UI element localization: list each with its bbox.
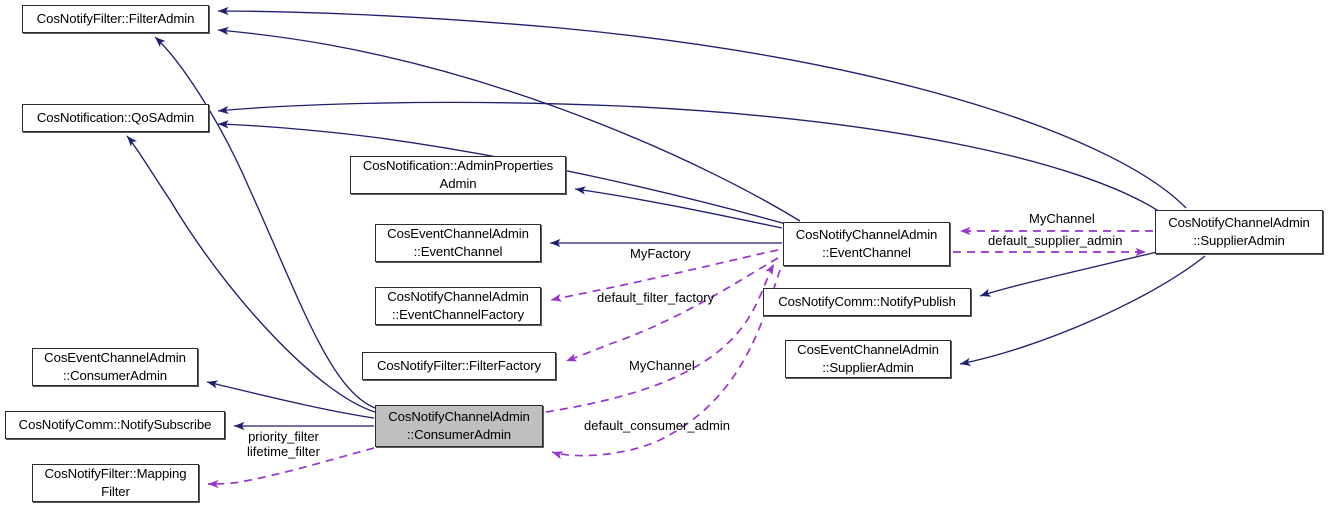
edge-label-priority-lifetime-filter: priority_filter lifetime_filter (247, 429, 320, 459)
node-cosnotifychanneladmin-eventchannelfactory[interactable]: CosNotifyChannelAdmin ::EventChannelFact… (375, 287, 541, 325)
node-cosnotifychanneladmin-supplieradmin[interactable]: CosNotifyChannelAdmin ::SupplierAdmin (1155, 210, 1323, 254)
edge-eventchannel-to-adminproperties (574, 186, 783, 229)
edge-label-myfactory: MyFactory (630, 246, 691, 261)
edge-label-default-consumer-admin: default_consumer_admin (584, 418, 730, 433)
edge-label-mychannel-right: MyChannel (1029, 211, 1095, 226)
node-cosnotifyfilter-filterfactory[interactable]: CosNotifyFilter::FilterFactory (362, 352, 556, 380)
edge-supplieradmin-to-cea-supplieradmin (959, 255, 1206, 366)
node-coseventchanneladmin-consumeradmin[interactable]: CosEventChannelAdmin ::ConsumerAdmin (32, 348, 198, 386)
edge-default-filter-factory (565, 257, 779, 362)
node-cosnotification-qosadmin[interactable]: CosNotification::QoSAdmin (22, 104, 209, 132)
node-cosnotifychanneladmin-consumeradmin[interactable]: CosNotifyChannelAdmin ::ConsumerAdmin (375, 405, 543, 447)
edge-mychannel-consumer (545, 263, 775, 413)
node-cosnotifyfilter-mappingfilter[interactable]: CosNotifyFilter::Mapping Filter (32, 464, 199, 502)
edge-supplieradmin-to-notifypublish (979, 251, 1158, 297)
edge-label-default-filter-factory: default_filter_factory (597, 290, 715, 305)
node-cosnotifycomm-notifysubscribe[interactable]: CosNotifyComm::NotifySubscribe (5, 411, 225, 439)
edge-consumeradmin-to-cea-consumeradmin (206, 380, 375, 419)
node-coseventchanneladmin-eventchannel[interactable]: CosEventChannelAdmin ::EventChannel (375, 224, 541, 262)
edge-label-default-supplier-admin: default_supplier_admin (988, 233, 1123, 248)
node-cosnotifycomm-notifypublish[interactable]: CosNotifyComm::NotifyPublish (763, 288, 971, 316)
edge-label-mychannel-left: MyChannel (629, 358, 695, 373)
node-cosnotifyfilter-filteradmin[interactable]: CosNotifyFilter::FilterAdmin (22, 5, 209, 33)
node-coseventchanneladmin-supplieradmin[interactable]: CosEventChannelAdmin ::SupplierAdmin (785, 340, 951, 378)
node-cosnotifychanneladmin-eventchannel[interactable]: CosNotifyChannelAdmin ::EventChannel (783, 222, 950, 266)
node-cosnotification-adminpropertiesadmin[interactable]: CosNotification::AdminProperties Admin (350, 156, 566, 194)
